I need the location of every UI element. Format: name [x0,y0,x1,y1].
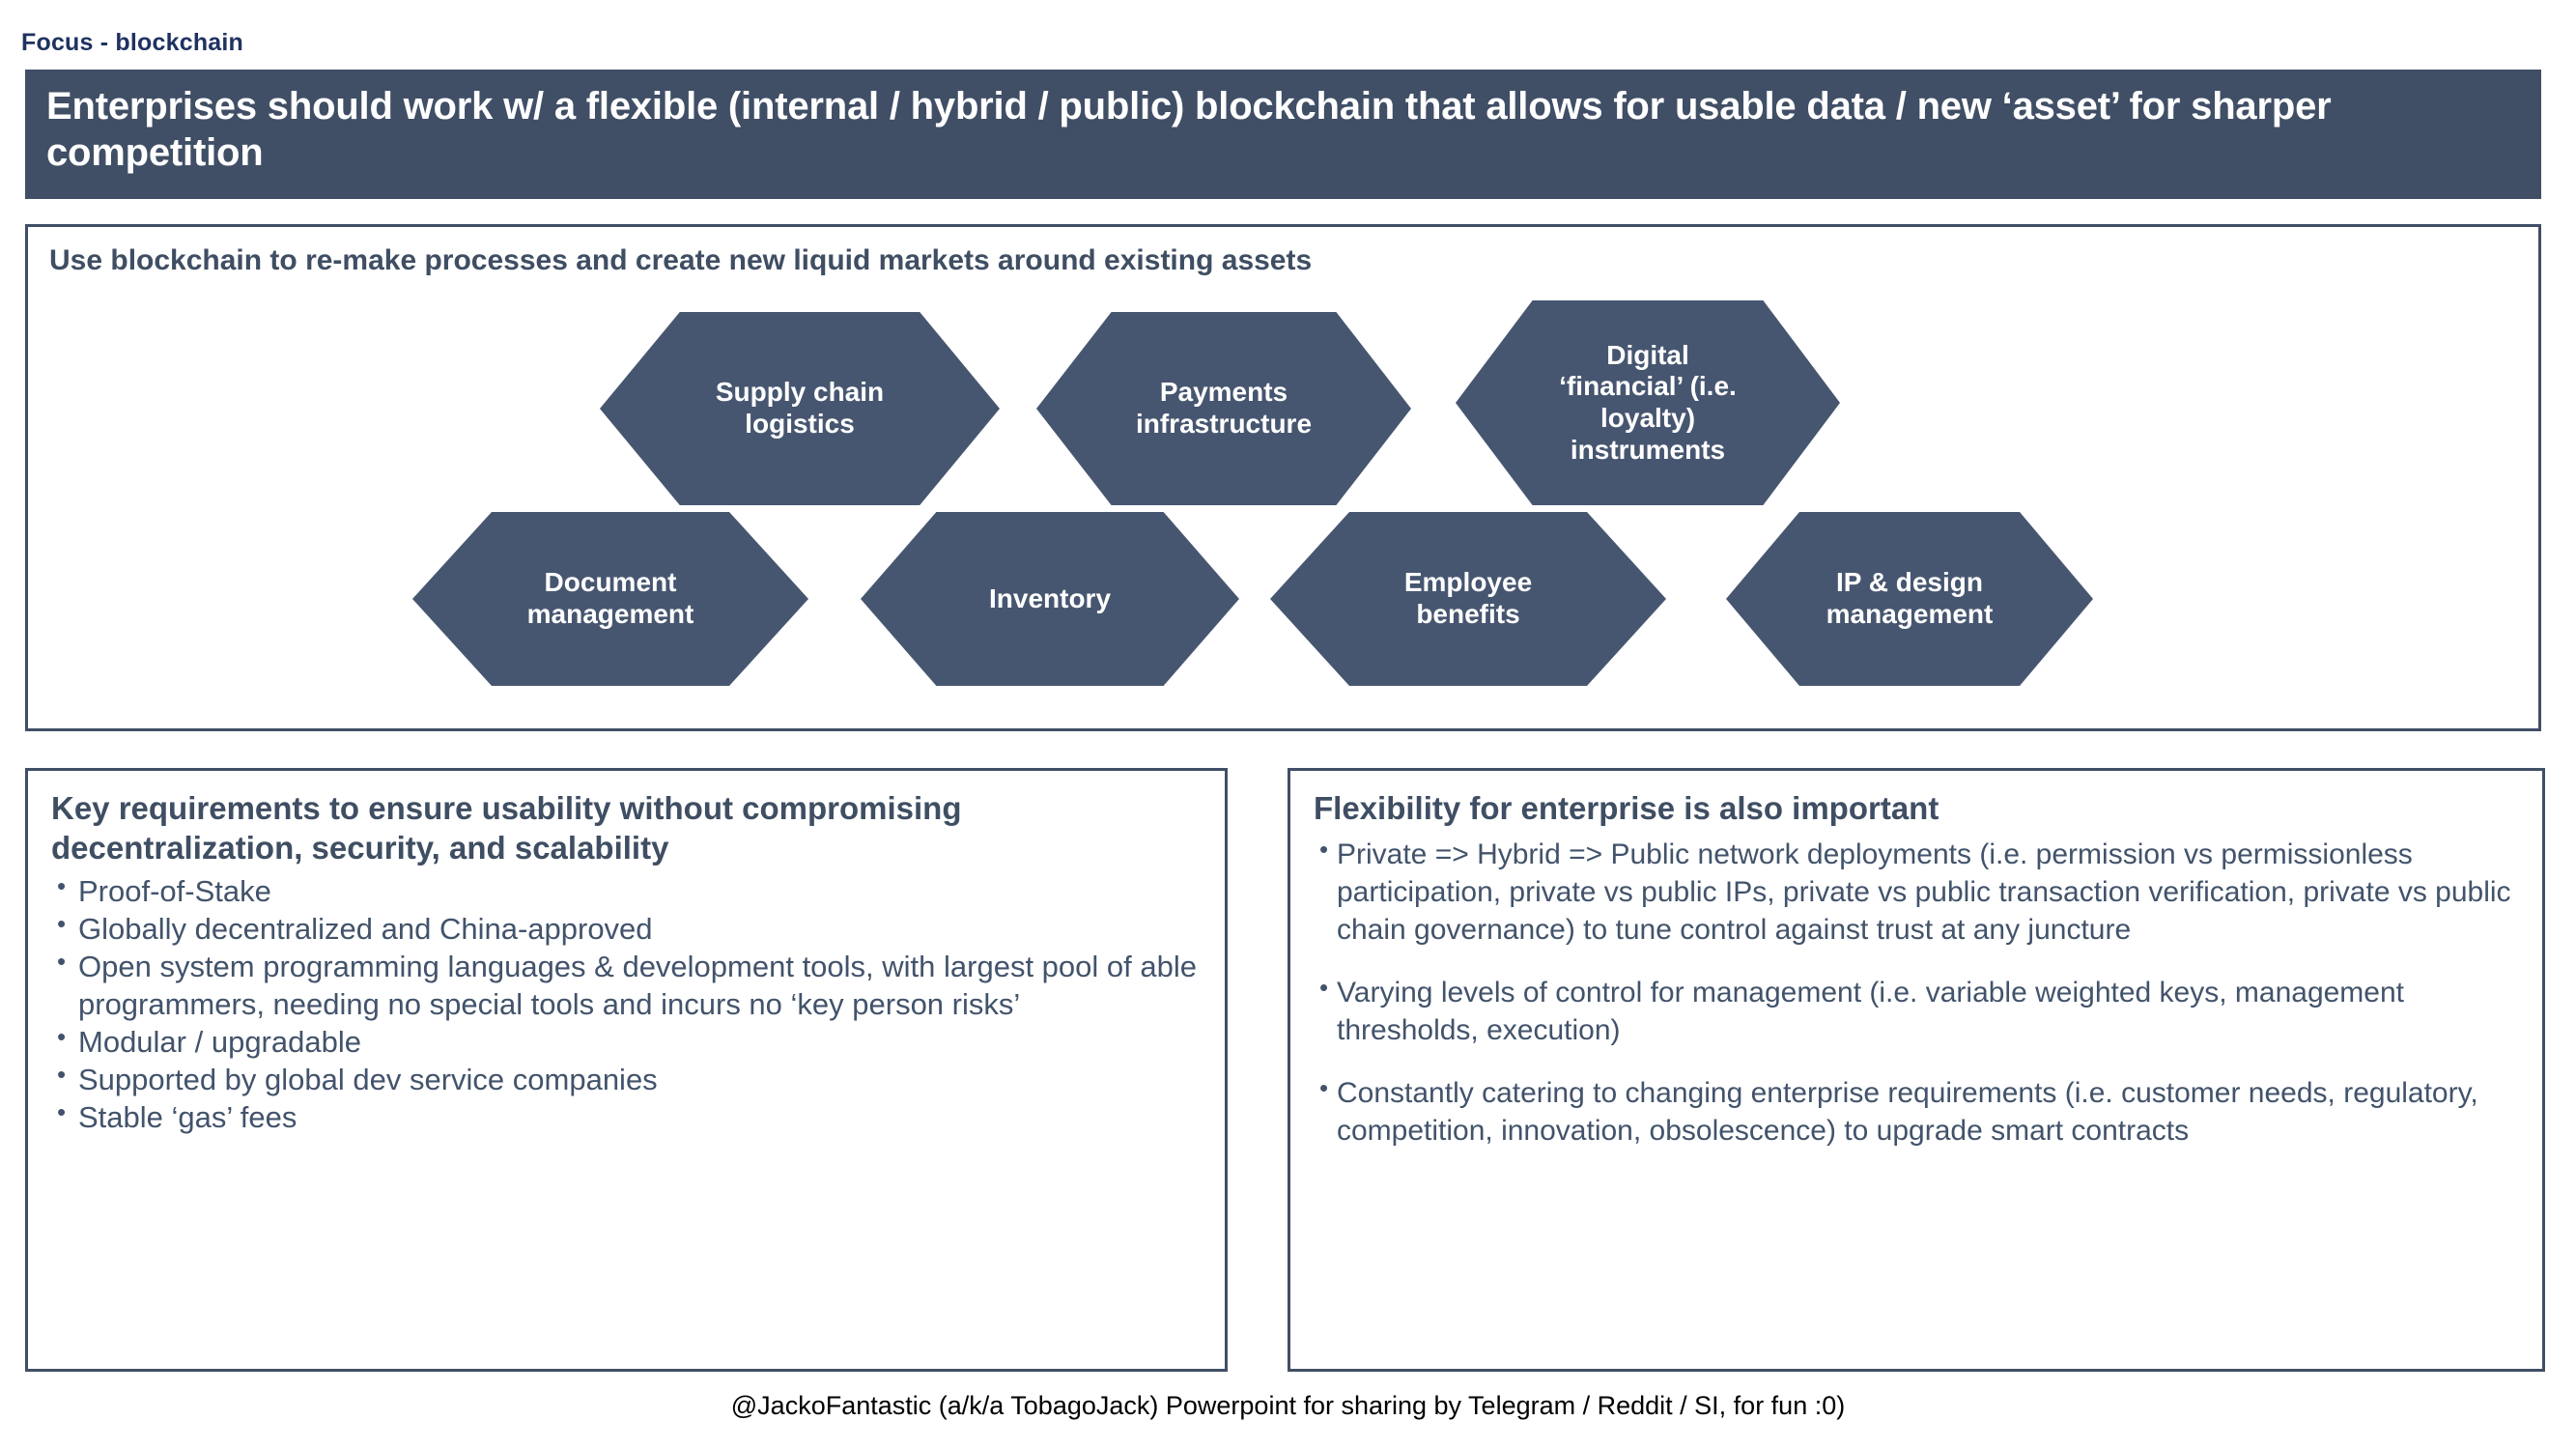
flexibility-panel: Flexibility for enterprise is also impor… [1288,768,2545,1372]
list-item: Constantly catering to changing enterpri… [1314,1072,2519,1150]
key-requirements-panel: Key requirements to ensure usability wit… [25,768,1228,1372]
hexagon-label: Inventory [988,582,1112,613]
hexagon-panel: Use blockchain to re-make processes and … [25,224,2541,731]
list-item: Supported by global dev service companie… [51,1059,1202,1098]
key-requirements-bullet-list: Proof-of-Stake Globally decentralized an… [51,869,1202,1136]
list-item: Private => Hybrid => Public network depl… [1314,834,2519,949]
hexagon-panel-heading: Use blockchain to re-make processes and … [49,244,1313,276]
list-item: Modular / upgradable [51,1021,1202,1061]
list-item: Stable ‘gas’ fees [51,1096,1202,1136]
list-item: Open system programming languages & deve… [51,946,1202,1023]
hexagon-inventory[interactable]: Inventory [861,512,1239,686]
flexibility-heading: Flexibility for enterprise is also impor… [1314,790,1939,826]
hexagon-label: Digital‘financial’ (i.e.loyalty)instrume… [1559,339,1737,465]
slide-title: Enterprises should work w/ a flexible (i… [46,85,2332,174]
flexibility-bullet-list: Private => Hybrid => Public network depl… [1314,834,2519,1150]
hexagon-digital-financial-instruments[interactable]: Digital‘financial’ (i.e.loyalty)instrume… [1456,300,1840,505]
key-requirements-heading: Key requirements to ensure usability wit… [51,790,962,867]
title-banner: Enterprises should work w/ a flexible (i… [25,70,2541,199]
slide-footer: @JackoFantastic (a/k/a TobagoJack) Power… [730,1391,1846,1420]
list-item: Varying levels of control for management… [1314,972,2519,1049]
list-item: Globally decentralized and China-approve… [51,908,1202,948]
list-item: Proof-of-Stake [51,869,1202,910]
slide-kicker: Focus - blockchain [21,29,244,56]
